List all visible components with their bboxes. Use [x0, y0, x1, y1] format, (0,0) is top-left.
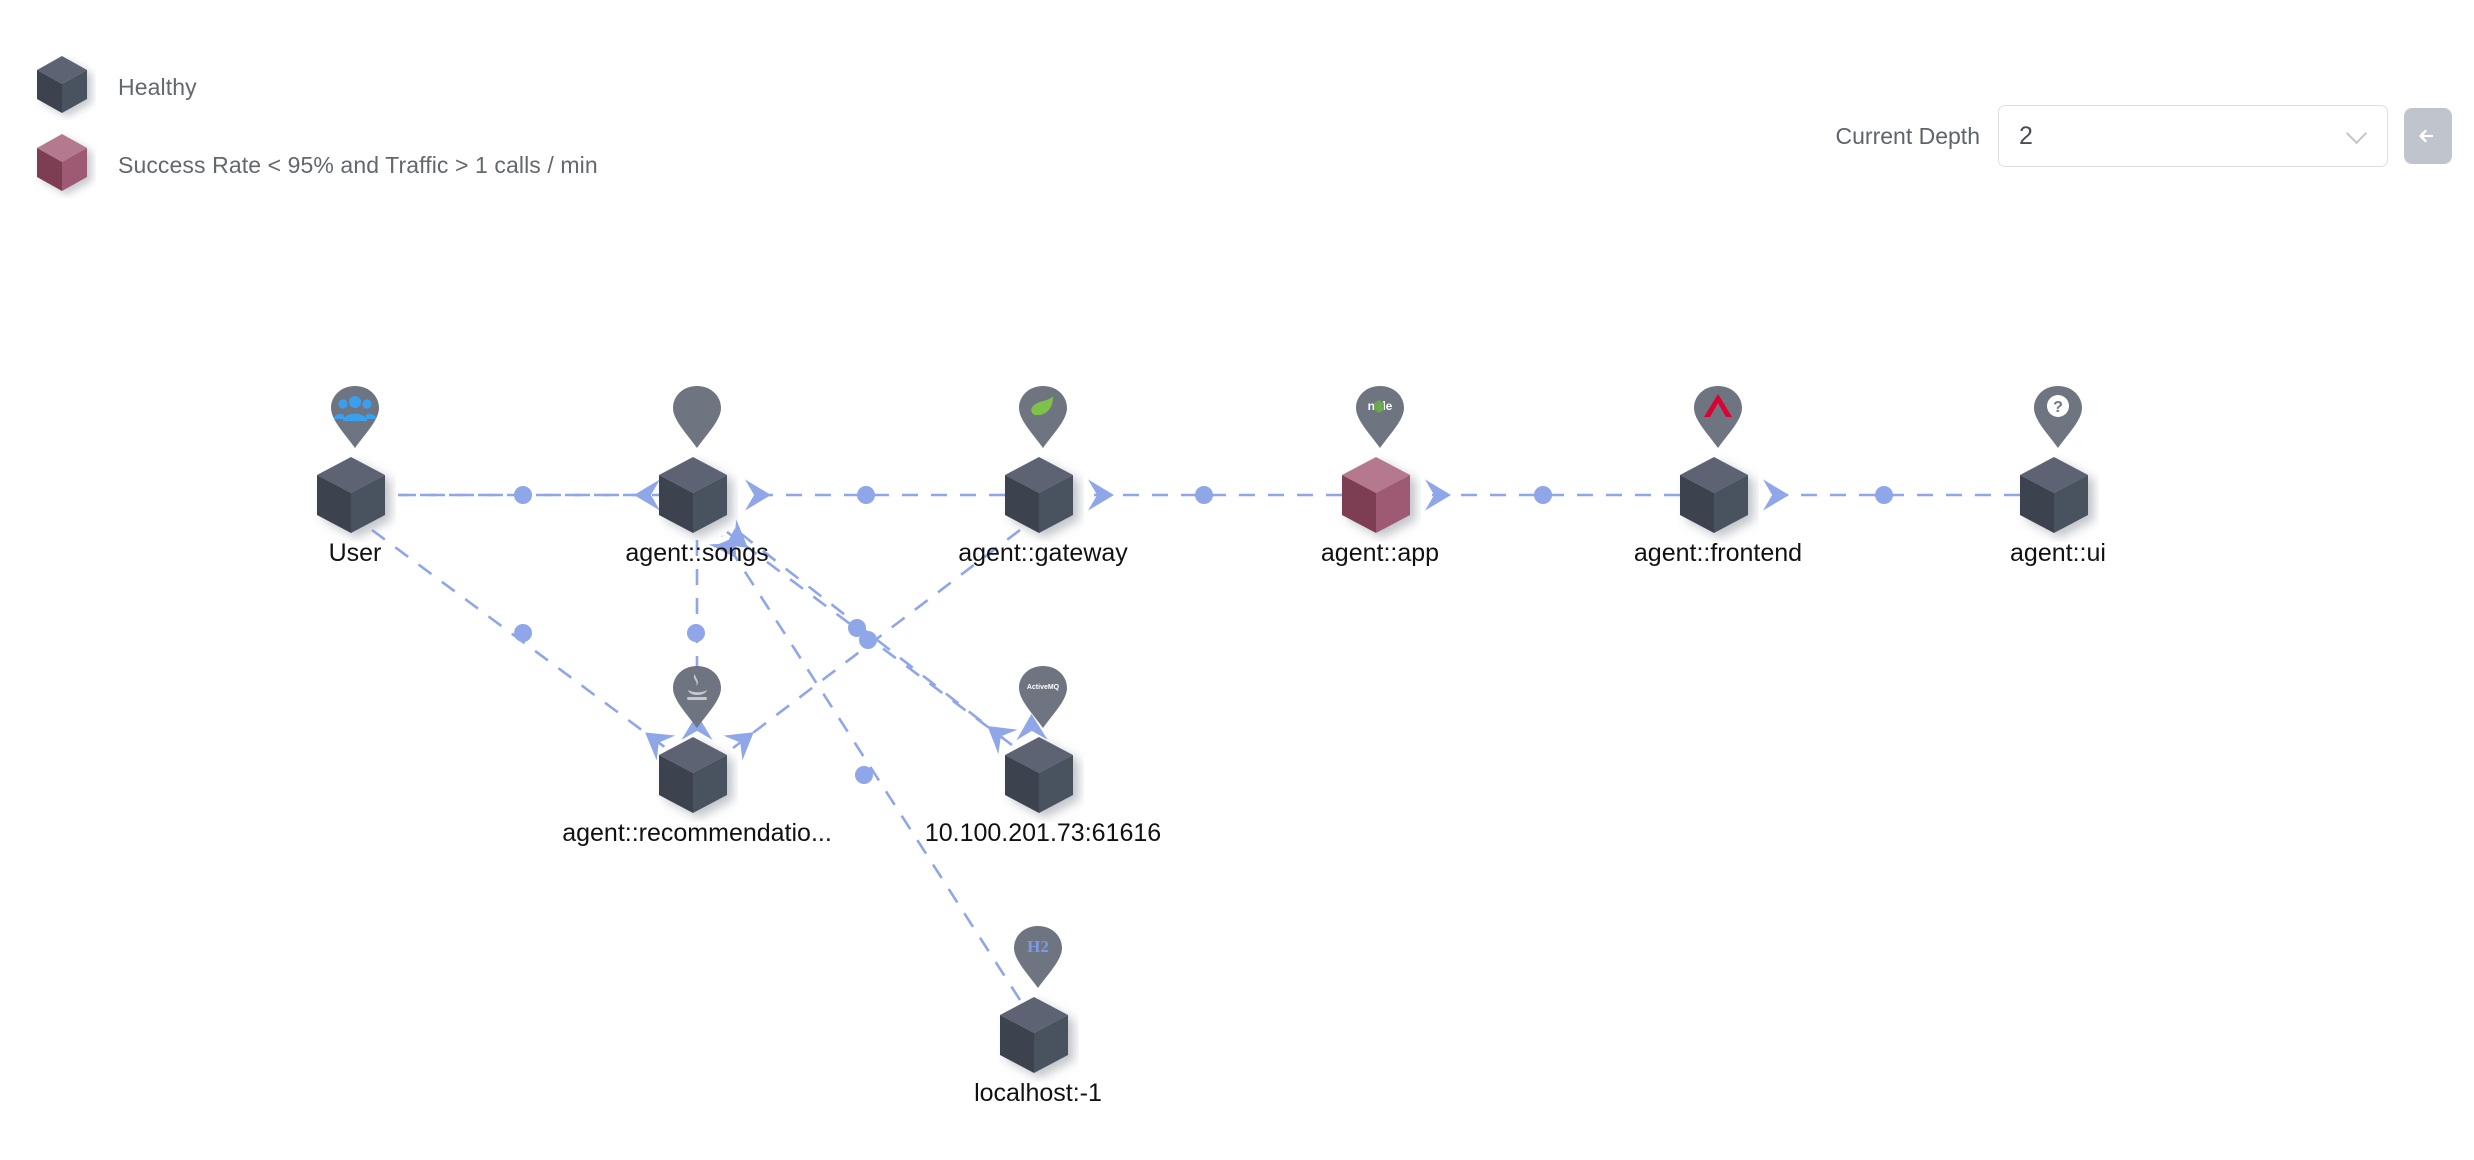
angular-icon — [1692, 384, 1744, 450]
svg-text:ActiveMQ: ActiveMQ — [1027, 684, 1060, 691]
svg-text:?: ? — [2053, 399, 2063, 416]
back-button[interactable] — [2404, 108, 2452, 164]
spring-icon — [1017, 384, 1069, 450]
legend-item-healthy: Healthy — [34, 48, 598, 126]
depth-control: Current Depth 2 — [1836, 105, 2452, 167]
node-label: localhost:-1 — [974, 1079, 1102, 1107]
legend: Healthy Success Rate < 95% a — [34, 48, 598, 204]
nodejs-icon: n de — [1354, 384, 1406, 450]
arrow-left-icon — [2419, 129, 2434, 143]
cube-icon — [1002, 734, 1084, 822]
cube-icon — [656, 454, 738, 542]
depth-select-value: 2 — [2019, 121, 2033, 150]
cube-icon — [1002, 454, 1084, 542]
edge-h2-songs — [708, 527, 1022, 1001]
node-label: agent::frontend — [1633, 539, 1803, 567]
depth-label: Current Depth — [1835, 122, 1980, 149]
node-label: 10.100.201.73:61616 — [924, 819, 1162, 847]
node-label: agent::songs — [625, 539, 769, 567]
users-icon — [329, 384, 381, 450]
legend-label: Success Rate < 95% and Traffic > 1 calls… — [118, 151, 598, 178]
node-label: agent::app — [1320, 539, 1440, 567]
cube-icon — [2017, 454, 2099, 542]
cube-icon — [997, 994, 1079, 1082]
activemq-icon: ActiveMQ — [1017, 664, 1069, 730]
question-icon: ? — [2032, 384, 2084, 450]
java-icon — [671, 664, 723, 730]
edge-midpoint-dots — [514, 486, 1893, 784]
depth-select[interactable]: 2 — [1998, 105, 2388, 167]
node-label: User — [328, 539, 382, 567]
cube-icon — [1339, 454, 1421, 542]
legend-label: Healthy — [118, 73, 197, 100]
legend-item-unhealthy: Success Rate < 95% and Traffic > 1 calls… — [34, 126, 598, 204]
node-label: agent::gateway — [958, 539, 1128, 567]
node-label: agent::recommendatio... — [562, 819, 832, 847]
blank-icon — [671, 384, 723, 450]
cube-icon — [1677, 454, 1759, 542]
h2-icon: H2 — [1012, 924, 1064, 990]
cube-icon — [34, 54, 96, 120]
cube-icon — [656, 734, 738, 822]
cube-icon — [34, 132, 96, 198]
cube-icon — [314, 454, 396, 542]
node-label: agent::ui — [2010, 539, 2106, 567]
svg-text:H2: H2 — [1027, 937, 1049, 956]
